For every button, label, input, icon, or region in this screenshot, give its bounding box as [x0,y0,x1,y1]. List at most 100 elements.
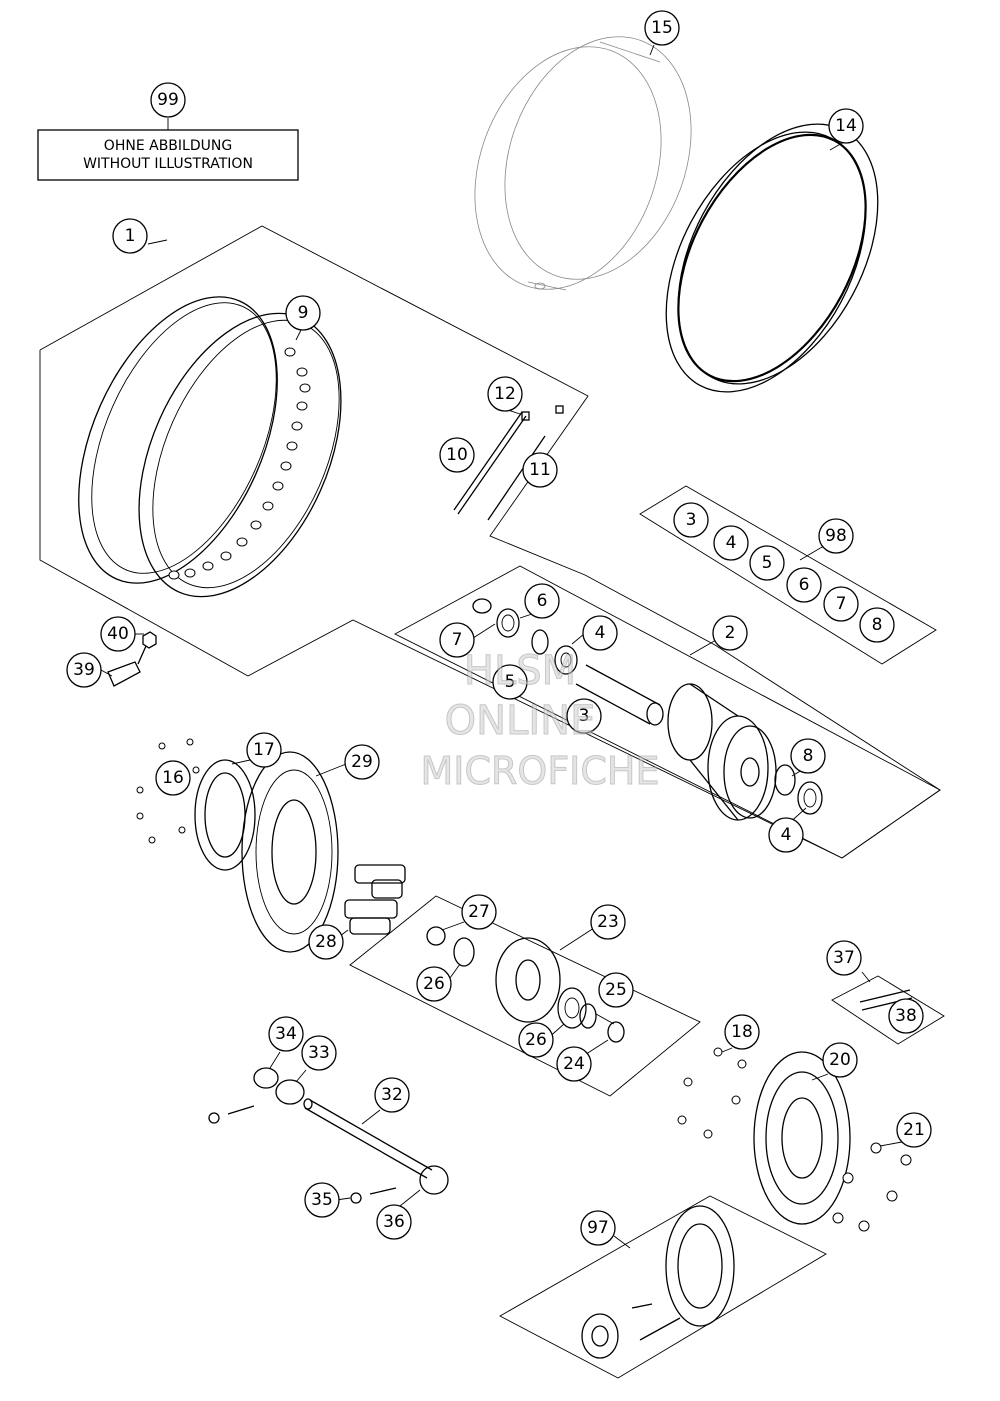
callout-s3: 3 [673,502,709,538]
tire-drawing [474,36,692,291]
watermark-line-3: MICROFICHE [420,749,659,793]
callout-number: 97 [587,1218,609,1238]
callout-circle [246,732,282,768]
callout-number: 27 [468,902,490,922]
callout-circle [374,1077,410,1113]
callout-s6: 6 [786,567,822,603]
callout-n39: 39 [66,652,102,688]
callout-number: 34 [275,1024,297,1044]
bolts-21-drawing [832,1142,912,1232]
callout-n17: 17 [246,732,282,768]
callout-circle [487,376,523,412]
callout-number: 18 [731,1022,753,1042]
callout-n10: 10 [439,437,475,473]
callout-number: 26 [525,1030,547,1050]
callout-n23: 23 [590,904,626,940]
chain-kit-outline [831,975,945,1045]
callout-h4: 4 [582,615,618,651]
callout-number: 12 [494,384,516,404]
callout-circle [268,1016,304,1052]
callout-n40: 40 [100,616,136,652]
callout-circle [786,567,822,603]
drive-kit-outline [499,1195,827,1379]
callout-circle [112,218,148,254]
callout-n38: 38 [888,998,924,1034]
callout-number: 20 [829,1050,851,1070]
callout-circle [66,652,102,688]
spokes-drawing [453,405,564,521]
callout-number: 4 [781,825,792,845]
callout-circle [556,1046,592,1082]
callout-circle [416,966,452,1002]
callout-circle [301,1035,337,1071]
callout-number: 98 [825,526,847,546]
valve-drawing [107,631,157,687]
callout-n35: 35 [304,1182,340,1218]
callout-circle [582,615,618,651]
rear-sprocket-drawing [753,1051,851,1225]
dampers-drawing [344,864,406,935]
callout-n36: 36 [376,1204,412,1240]
callout-number: 32 [381,1085,403,1105]
bearing-kit-outline [639,485,937,665]
callout-circle [822,1042,858,1078]
callout-s4: 4 [713,525,749,561]
rim-drawing [78,296,342,598]
callout-circle [713,525,749,561]
callout-h6: 6 [524,583,560,619]
callout-number: 8 [803,746,814,766]
callout-circle [590,904,626,940]
callout-number: 6 [799,575,810,595]
callout-n15: 15 [644,10,680,46]
callout-number: 6 [537,591,548,611]
callout-circle [344,744,380,780]
sprocket-carrier-outline [349,895,701,1097]
callout-number: 33 [308,1043,330,1063]
leader-lines [100,44,903,1249]
callout-number: 15 [651,18,673,38]
callout-number: 35 [311,1190,333,1210]
callout-circle [522,452,558,488]
callout-circle [712,615,748,651]
callout-n9: 9 [285,295,321,331]
callout-number: 37 [833,948,855,968]
callout-h5: 5 [492,664,528,700]
callout-circle [749,545,785,581]
callout-circle [644,10,680,46]
watermark-line-2: ONLINE [445,698,596,744]
callout-number: 10 [446,445,468,465]
callout-number: 1 [125,226,136,246]
callout-circle [308,924,344,960]
callout-n21: 21 [896,1112,932,1148]
hub-drawing [472,598,823,821]
wheel-group-outline [39,225,941,859]
callout-n26b: 26 [518,1022,554,1058]
callout-h7: 7 [439,622,475,658]
callout-circle [828,108,864,144]
callout-number: 99 [157,90,179,110]
note-line-2: WITHOUT ILLUSTRATION [83,156,253,172]
callout-number: 3 [579,706,590,726]
watermark: HLSM ONLINE MICROFICHE [420,648,660,794]
callout-number: 14 [835,116,857,136]
callout-circle [439,622,475,658]
abs-ring-drawing [194,759,256,871]
callout-circle [818,518,854,554]
callout-circle [790,738,826,774]
callout-n28: 28 [308,924,344,960]
callout-n32: 32 [374,1077,410,1113]
callout-number: 26 [423,974,445,994]
callout-number: 9 [298,303,309,323]
callout-number: 3 [686,510,697,530]
watermark-line-1: HLSM [464,648,576,694]
callout-circle [859,607,895,643]
callout-number: 36 [383,1212,405,1232]
callout-number: 25 [605,980,627,1000]
callout-circle [439,437,475,473]
callout-s5: 5 [749,545,785,581]
callout-number: 16 [162,768,184,788]
callout-circle [580,1210,616,1246]
callout-n37: 37 [826,940,862,976]
callout-n2: 2 [712,615,748,651]
